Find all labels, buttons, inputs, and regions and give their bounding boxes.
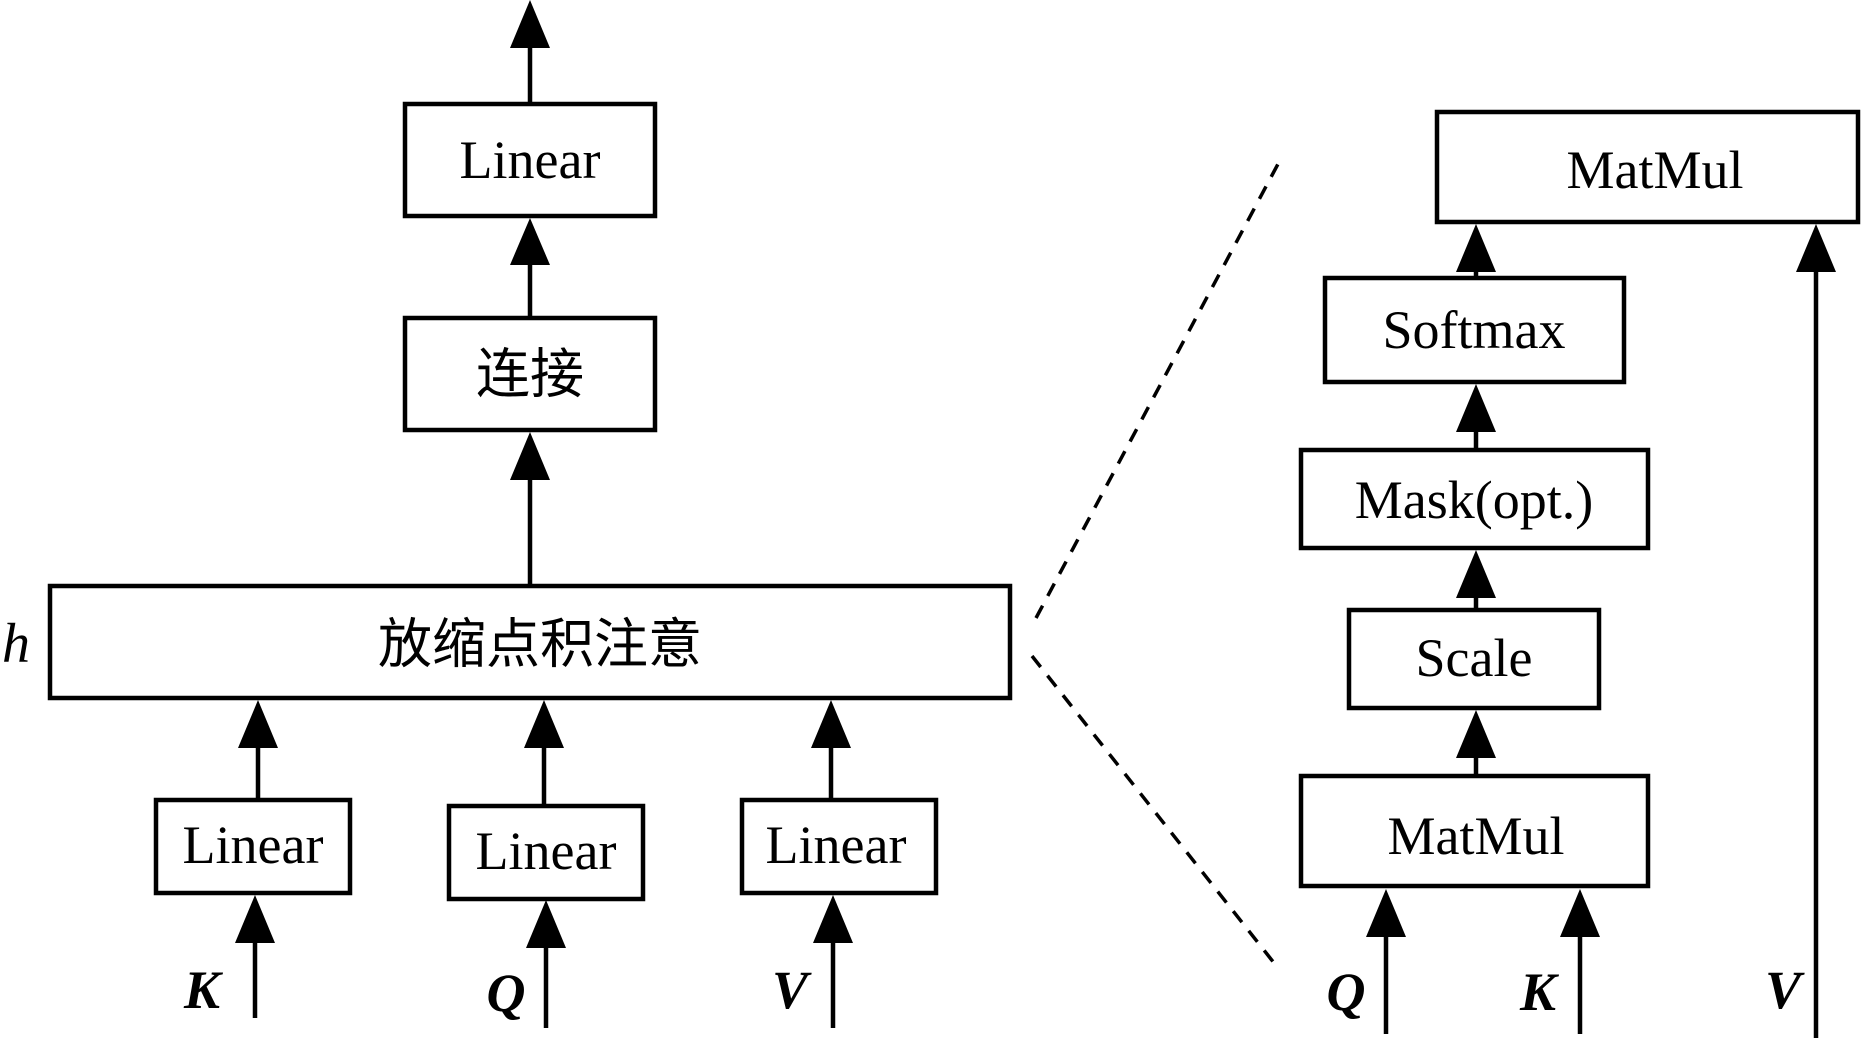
zoom-dashed-line-lower bbox=[1030, 654, 1280, 970]
right-v-arrowhead-icon bbox=[1796, 224, 1836, 272]
q-up-arrowhead-icon bbox=[524, 700, 564, 748]
bottom-matmul-arrowhead-icon bbox=[1456, 710, 1496, 758]
k-input-arrowhead-icon bbox=[235, 895, 275, 943]
right-k-input-label: K bbox=[1519, 962, 1560, 1022]
v-linear-label: Linear bbox=[766, 815, 907, 875]
right-v-input-label: V bbox=[1765, 960, 1805, 1020]
concat-box: 连接 bbox=[402, 315, 658, 433]
scale-label: Scale bbox=[1416, 628, 1533, 688]
zoom-dashed-line-upper bbox=[1034, 163, 1280, 619]
bottom-matmul-box: MatMul bbox=[1298, 773, 1651, 889]
k-up-arrowhead-icon bbox=[238, 700, 278, 748]
bottom-matmul-label: MatMul bbox=[1387, 806, 1564, 866]
scaled-dot-product-attention-box: 放缩点积注意 bbox=[47, 583, 1013, 701]
v-input-label: V bbox=[772, 960, 812, 1020]
top-matmul-box: MatMul bbox=[1434, 109, 1861, 225]
attention-arrowhead-icon bbox=[510, 432, 550, 480]
input-k-branch: Linear K bbox=[153, 700, 353, 1020]
output-linear-box: Linear bbox=[402, 101, 658, 219]
right-panel: MatMul Softmax Mask(opt.) Scale MatMul bbox=[1298, 109, 1861, 1038]
right-q-input-label: Q bbox=[1327, 962, 1366, 1022]
softmax-arrowhead-icon bbox=[1456, 224, 1496, 272]
softmax-label: Softmax bbox=[1383, 300, 1566, 360]
k-linear-label: Linear bbox=[183, 815, 324, 875]
softmax-box: Softmax bbox=[1322, 275, 1627, 385]
scale-arrowhead-icon bbox=[1456, 550, 1496, 598]
right-q-arrowhead-icon bbox=[1366, 889, 1406, 937]
scale-box: Scale bbox=[1346, 607, 1602, 711]
mask-arrowhead-icon bbox=[1456, 384, 1496, 432]
heads-label: h bbox=[2, 613, 30, 675]
output-arrowhead-icon bbox=[510, 0, 550, 48]
k-input-label: K bbox=[183, 960, 224, 1020]
input-q-branch: Linear Q bbox=[446, 700, 646, 1028]
left-panel: Linear 连接 h 放缩点积注意 Linear K bbox=[2, 0, 1013, 1028]
top-matmul-label: MatMul bbox=[1566, 140, 1743, 200]
concat-arrowhead-icon bbox=[510, 218, 550, 265]
right-k-arrowhead-icon bbox=[1560, 889, 1600, 937]
q-input-label: Q bbox=[487, 963, 526, 1023]
attention-label: 放缩点积注意 bbox=[378, 613, 702, 676]
mask-box: Mask(opt.) bbox=[1298, 447, 1651, 551]
mask-label: Mask(opt.) bbox=[1355, 470, 1593, 530]
input-v-branch: Linear V bbox=[739, 700, 939, 1028]
concat-label: 连接 bbox=[476, 343, 584, 406]
q-linear-label: Linear bbox=[476, 821, 617, 881]
output-linear-label: Linear bbox=[460, 130, 601, 190]
q-input-arrowhead-icon bbox=[526, 900, 566, 948]
v-input-arrowhead-icon bbox=[813, 895, 853, 943]
v-up-arrowhead-icon bbox=[811, 700, 851, 748]
